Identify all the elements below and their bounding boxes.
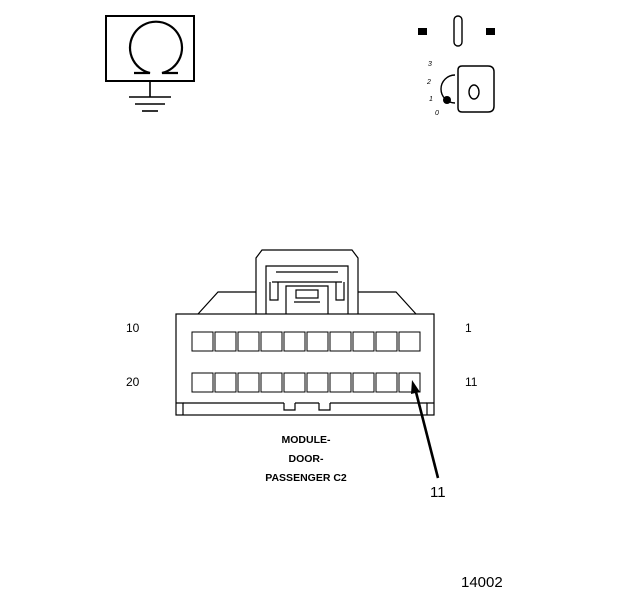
pin-cavity-3	[352, 331, 375, 352]
pin-cavity-19	[214, 372, 237, 393]
pin-cavity-5	[306, 331, 329, 352]
ignition-position-2: 2	[426, 79, 431, 86]
connector-name-line-2: DOOR-	[288, 453, 324, 465]
pin-cavity-12	[375, 372, 398, 393]
pin-row-top	[191, 331, 421, 352]
callout-arrow	[411, 380, 440, 479]
pin-number-bottom-left: 20	[126, 375, 140, 389]
pin-cavity-20	[191, 372, 214, 393]
figure-number: 14002	[461, 574, 503, 591]
callout-label: 11	[430, 484, 446, 501]
pin-cavity-16	[283, 372, 306, 393]
ignition-position-1: 1	[429, 96, 433, 103]
connector-name-line-3: PASSENGER C2	[265, 472, 347, 484]
pin-cavity-14	[329, 372, 352, 393]
pin-cavity-6	[283, 331, 306, 352]
pin-cavity-9	[214, 331, 237, 352]
pin-row-bottom	[191, 372, 421, 393]
pin-number-bottom-right: 11	[465, 375, 478, 389]
pin-cavity-4	[329, 331, 352, 352]
pin-cavity-10	[191, 331, 214, 352]
ignition-position-3: 3	[428, 61, 432, 68]
connector-name-line-1: MODULE-	[281, 434, 331, 446]
pin-cavity-7	[260, 331, 283, 352]
pin-cavity-13	[352, 372, 375, 393]
connector-face-icon	[175, 249, 435, 416]
ohmmeter-ground-icon	[105, 15, 195, 112]
pin-cavity-17	[260, 372, 283, 393]
pin-number-top-right: 1	[465, 321, 472, 335]
ignition-key-icon: 3 2 1 0	[418, 15, 495, 117]
pin-cavity-8	[237, 331, 260, 352]
pin-cavity-1	[398, 331, 421, 352]
pin-number-top-left: 10	[126, 321, 140, 335]
pin-cavity-15	[306, 372, 329, 393]
ignition-position-0: 0	[435, 110, 439, 117]
pin-cavity-2	[375, 331, 398, 352]
pin-cavity-18	[237, 372, 260, 393]
